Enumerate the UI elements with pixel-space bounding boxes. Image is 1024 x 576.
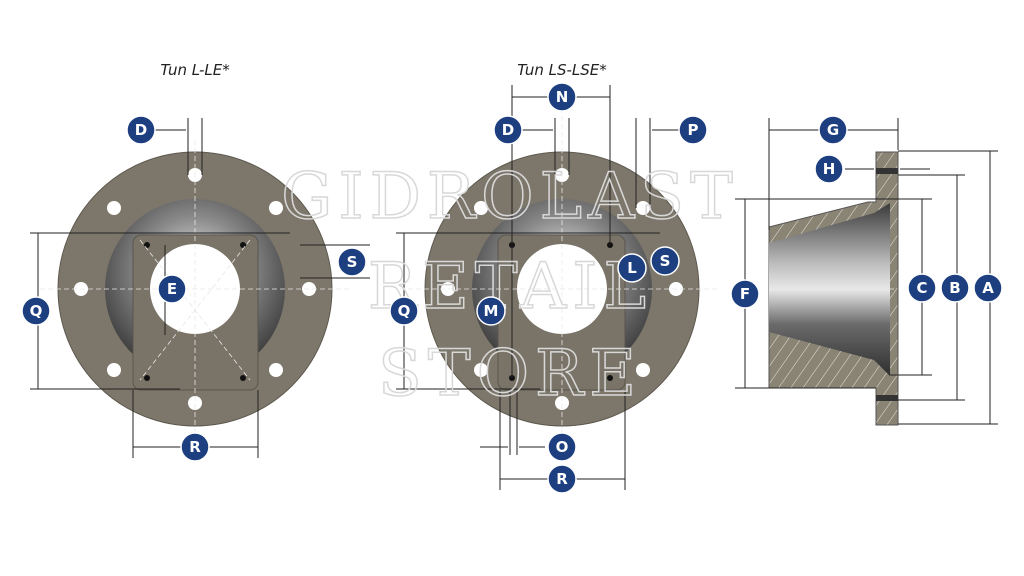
dimension-badge-g: G — [818, 115, 848, 145]
dimension-badge-s-left: S — [337, 247, 367, 277]
svg-text:B: B — [949, 279, 960, 297]
dimension-badge-r-middle: R — [547, 464, 577, 494]
svg-text:H: H — [823, 160, 836, 178]
dimension-badge-q-left: Q — [21, 296, 51, 326]
svg-text:E: E — [167, 280, 177, 298]
svg-text:F: F — [740, 285, 750, 303]
svg-text:STORE: STORE — [378, 337, 642, 411]
flange-cross-section — [735, 118, 998, 426]
svg-text:D: D — [135, 121, 147, 139]
flange-front-view-ls-lse — [396, 85, 720, 490]
dimension-badge-e: E — [157, 274, 187, 304]
svg-text:N: N — [556, 88, 569, 106]
title-tun-ls-lse: Tun LS-LSE* — [517, 61, 607, 79]
svg-text:R: R — [556, 470, 568, 488]
svg-text:GIDROLAST: GIDROLAST — [281, 160, 739, 234]
dimension-badge-d-middle: D — [493, 115, 523, 145]
svg-text:C: C — [916, 279, 927, 297]
svg-text:Q: Q — [398, 302, 411, 320]
dimension-badge-f: F — [730, 279, 760, 309]
dimension-badge-r-left: R — [180, 432, 210, 462]
dimension-badge-s-middle: S — [650, 246, 680, 276]
svg-text:M: M — [484, 302, 499, 320]
svg-text:G: G — [827, 121, 839, 139]
title-tun-l-le: Tun L-LE* — [160, 61, 230, 79]
flange-front-view-l-le — [30, 118, 370, 458]
dimension-badge-d-left: D — [126, 115, 156, 145]
dimension-badge-p: P — [678, 115, 708, 145]
dimension-badge-m: M — [476, 296, 506, 326]
dimension-badge-h: H — [814, 154, 844, 184]
svg-text:P: P — [688, 121, 699, 139]
dimension-badge-a: A — [973, 273, 1003, 303]
svg-text:L: L — [627, 259, 637, 277]
svg-text:O: O — [556, 438, 569, 456]
svg-text:Q: Q — [30, 302, 43, 320]
watermark: GIDROLAST RETAIL STORE — [280, 159, 739, 412]
dimension-badge-c: C — [907, 273, 937, 303]
bolt-holes — [441, 168, 683, 410]
dimension-badge-l: L — [617, 253, 647, 283]
dimension-badge-b: B — [940, 273, 970, 303]
svg-text:A: A — [982, 279, 994, 297]
svg-text:D: D — [502, 121, 514, 139]
dimension-badge-n: N — [547, 82, 577, 112]
svg-text:R: R — [189, 438, 201, 456]
dimension-badge-o: O — [547, 432, 577, 462]
svg-text:S: S — [660, 252, 671, 270]
svg-text:S: S — [347, 253, 358, 271]
dimension-badge-q-middle: Q — [389, 296, 419, 326]
